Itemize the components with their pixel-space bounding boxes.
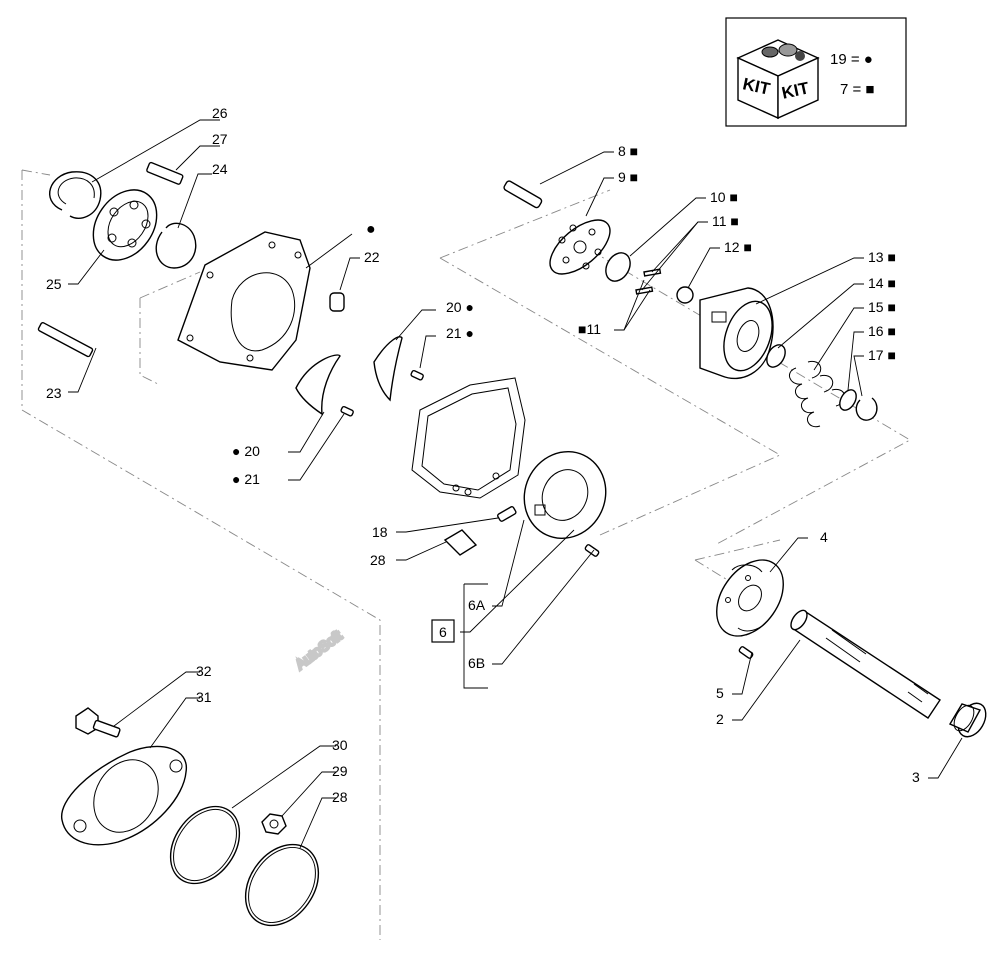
washer-16 (839, 389, 857, 411)
ball-bearing-25 (92, 189, 158, 261)
callout-labels: 26 27 24 25 23 ● 22 20 ● 21 ● ● 20 ● 21 … (46, 105, 920, 805)
label-30: 30 (332, 737, 348, 753)
label-2: 2 (716, 711, 724, 727)
o-ring-30 (169, 805, 241, 885)
kit-box-icon: KIT KIT (736, 39, 820, 120)
half-moon-seal-20-left (295, 354, 341, 416)
label-11-bottom: ■11 (578, 321, 601, 337)
label-17: 17 ■ (868, 347, 896, 363)
half-moon-seal-20-right (373, 336, 403, 402)
plate-9 (549, 219, 611, 275)
circlip-24 (155, 222, 197, 269)
kit-legend-row-1: 19 = ● (830, 51, 873, 68)
watermark-text: AutoSoft (292, 627, 345, 672)
autosoft-watermark: AutoSoft (291, 626, 347, 674)
label-6: 6 (439, 624, 447, 640)
pin-8 (503, 180, 543, 209)
label-22: 22 (364, 249, 380, 265)
label-24: 24 (212, 161, 228, 177)
label-3: 3 (912, 769, 920, 785)
label-18: 18 (372, 524, 388, 540)
gasket (411, 377, 526, 499)
needle-bushing-3 (948, 702, 987, 738)
label-14: 14 ■ (868, 275, 896, 291)
label-21-left: ● 21 (232, 471, 260, 487)
washer-14 (766, 344, 786, 368)
key-5 (738, 646, 754, 659)
circlip-17 (855, 397, 878, 421)
label-15: 15 ■ (868, 299, 896, 315)
label-28-bottom: 28 (332, 789, 348, 805)
block-28 (443, 529, 478, 556)
bushing-22 (329, 292, 345, 312)
valve-body-13 (699, 287, 774, 380)
label-20-right: 20 ● (446, 299, 474, 315)
label-28-center: 28 (370, 552, 386, 568)
assembly-outline-lines (21, 169, 911, 940)
pin-21-right (410, 369, 424, 381)
key-18 (497, 506, 517, 522)
label-10: 10 ■ (710, 189, 738, 205)
pressure-plate-4 (716, 559, 784, 637)
label-29: 29 (332, 763, 348, 779)
bolt-32 (75, 707, 121, 738)
label-12: 12 ■ (724, 239, 752, 255)
label-16: 16 ■ (868, 323, 896, 339)
label-27: 27 (212, 131, 228, 147)
label-6-box (431, 619, 455, 643)
snap-ring-26 (49, 171, 102, 219)
long-bolt-23 (37, 322, 94, 358)
label-5: 5 (716, 685, 724, 701)
kit-legend-row-2: 7 = ■ (840, 81, 875, 98)
label-13: 13 ■ (868, 249, 896, 265)
label-32: 32 (196, 663, 212, 679)
label-6b: 6B (468, 655, 485, 671)
kit-legend: KIT KIT 19 = ● 7 = ■ (725, 17, 907, 127)
label-11-top: 11 ■ (712, 213, 739, 229)
ball-12 (676, 286, 694, 304)
dowel-6b (584, 544, 600, 557)
nut-29 (261, 813, 287, 835)
label-8: 8 ■ (618, 143, 638, 159)
leader-lines (68, 119, 963, 849)
drive-shaft-2 (790, 609, 941, 719)
pin-21-left (340, 405, 354, 417)
label-4: 4 (820, 529, 828, 545)
label-20-left: ● 20 (232, 443, 260, 459)
spring-15 (788, 360, 846, 428)
label-dot-22: ● (366, 221, 376, 238)
cover-flange-31 (61, 745, 187, 846)
label-6a: 6A (468, 597, 486, 613)
o-ring-28 (244, 843, 320, 927)
label-23: 23 (46, 385, 62, 401)
cam-ring-6 (523, 450, 607, 540)
pump-housing (177, 231, 311, 371)
shim-11 (635, 268, 662, 295)
stud-bolt-27 (146, 161, 184, 185)
label-9: 9 ■ (618, 169, 638, 185)
label-25: 25 (46, 276, 62, 292)
label-26: 26 (212, 105, 228, 121)
ring-10 (605, 252, 631, 282)
label-31: 31 (196, 689, 212, 705)
label-21-right: 21 ● (446, 325, 474, 341)
